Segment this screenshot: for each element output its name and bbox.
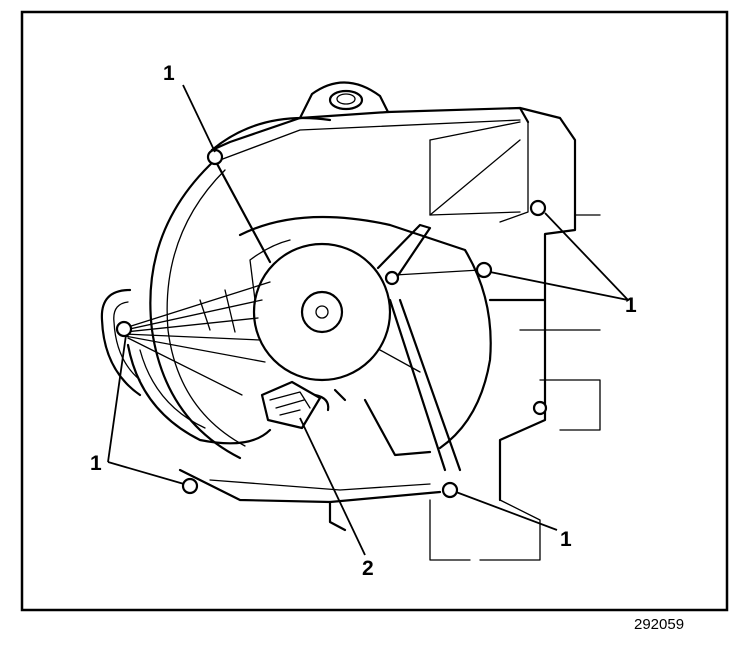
screw-bottom-right-icon <box>441 481 459 499</box>
blower-wheel-cage <box>213 158 492 472</box>
screw-left-icon <box>115 320 133 338</box>
screw-right-icon <box>475 261 493 279</box>
screw-top-right-icon <box>529 199 547 217</box>
callout-1-right: 1 <box>625 294 637 317</box>
figure-id: 292059 <box>634 616 685 633</box>
blower-housing <box>100 81 601 561</box>
callout-labels: 1 1 1 1 2 <box>90 62 637 580</box>
callout-leaders <box>107 84 629 556</box>
callout-2: 2 <box>362 557 374 580</box>
mounting-screws <box>115 148 548 499</box>
diagram-border <box>20 10 729 612</box>
screw-bottom-left-icon <box>181 477 199 495</box>
screw-top-left-icon <box>206 148 224 166</box>
callout-1-top: 1 <box>163 62 175 85</box>
callout-1-bottom-right: 1 <box>560 528 572 551</box>
screw-inner-icon <box>384 270 400 286</box>
screw-lower-right-icon <box>532 400 548 416</box>
callout-1-left: 1 <box>90 452 102 475</box>
blower-motor <box>124 239 392 445</box>
